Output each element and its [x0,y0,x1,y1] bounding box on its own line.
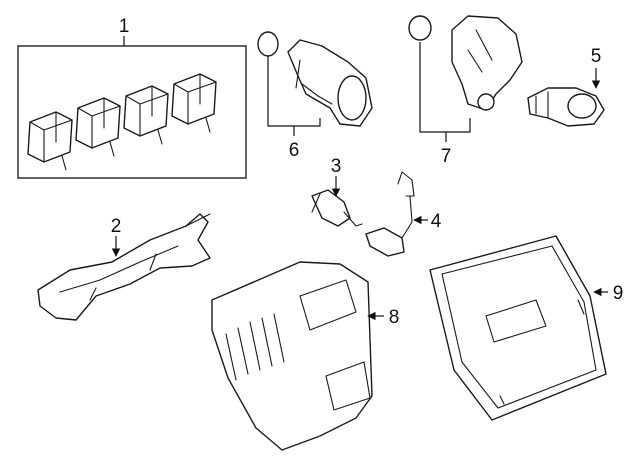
callout-4: 4 [431,211,442,232]
callout-9: 9 [613,283,624,304]
engine-control-module [211,261,384,451]
o-ring [408,15,432,41]
angled-sensor [365,171,428,257]
callout-5: 5 [591,46,602,67]
callout-8: 8 [389,307,400,328]
knock-sensor [527,68,605,127]
callout-7: 7 [441,146,452,167]
coil-bracket [37,213,211,321]
ecm-bracket [429,235,608,421]
callout-3: 3 [331,156,342,177]
ignition-coil [123,85,169,145]
temperature-sensor [311,176,363,227]
callout-2: 2 [111,216,122,237]
callout-6: 6 [289,140,300,161]
cam-sensor-group [408,15,523,142]
coil-group-box [17,45,247,179]
ignition-coil [75,97,121,157]
crank-sensor-group [257,31,373,136]
ignition-coil [171,73,217,133]
ignition-coil-group [17,36,247,179]
ignition-coil [27,111,73,171]
callout-1: 1 [119,16,130,37]
o-ring [257,31,279,57]
